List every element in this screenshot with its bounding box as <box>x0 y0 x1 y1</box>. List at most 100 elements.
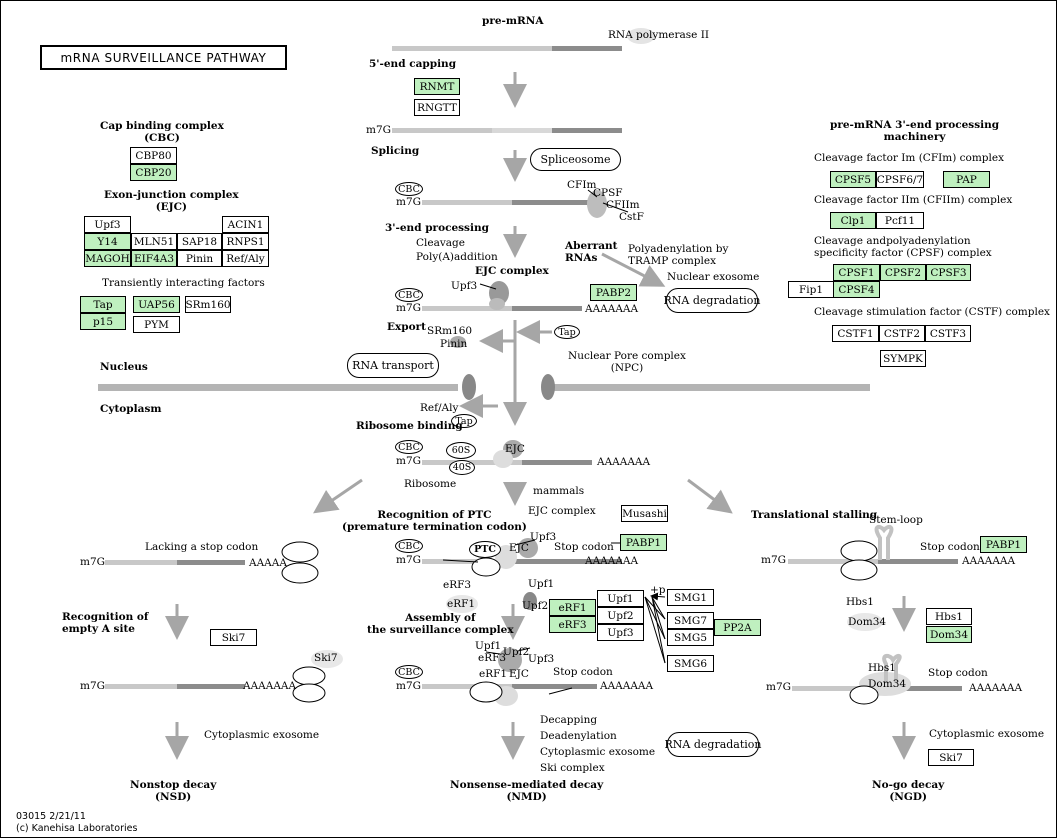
gene-cbp80[interactable]: CBP80 <box>130 147 177 164</box>
rna-degradation-node-1[interactable]: RNA degradation <box>664 288 761 313</box>
label-cfim: CFIm <box>567 179 597 191</box>
label-decay-list: Decapping Deadenylation Cytoplasmic exos… <box>540 714 656 774</box>
label-dom34-1: Dom34 <box>848 616 887 628</box>
gene-tap[interactable]: Tap <box>80 296 126 313</box>
gene-erf3[interactable]: eRF3 <box>549 616 596 633</box>
gene-p15[interactable]: p15 <box>80 313 126 330</box>
gene-pabp1-ngd[interactable]: PABP1 <box>980 536 1027 553</box>
label-m7g-8: m7G <box>80 680 106 692</box>
gene-pp2a[interactable]: PP2A <box>714 619 761 636</box>
gene-cpsf4[interactable]: CPSF4 <box>833 281 880 298</box>
label-erf1: eRF1 <box>447 598 476 610</box>
gene-cpsf3[interactable]: CPSF3 <box>926 264 971 281</box>
label-export: Export <box>387 321 426 333</box>
gene-y14[interactable]: Y14 <box>84 233 131 250</box>
label-mammals: mammals <box>533 485 585 497</box>
gene-upf1[interactable]: Upf1 <box>597 590 644 607</box>
label-nsd: Nonstop decay (NSD) <box>130 779 217 803</box>
gene-acin1[interactable]: ACIN1 <box>222 216 269 233</box>
gene-rnmt[interactable]: RNMT <box>414 78 460 95</box>
cbc-oval-2: CBC <box>395 288 423 302</box>
label-assembly: Assembly of the surveillance complex <box>367 612 514 636</box>
gene-upf2[interactable]: Upf2 <box>597 607 644 624</box>
rna-transport-node[interactable]: RNA transport <box>347 353 439 378</box>
label-m7g-3: m7G <box>396 302 422 314</box>
label-polya-short: AAAAA <box>249 557 287 569</box>
label-translational-stalling: Translational stalling <box>751 509 878 521</box>
gene-pabp2[interactable]: PABP2 <box>590 284 637 301</box>
gene-pinin[interactable]: Pinin <box>177 250 222 267</box>
gene-cpsf67[interactable]: CPSF6/7 <box>876 171 924 188</box>
gene-cpsf2[interactable]: CPSF2 <box>880 264 926 281</box>
gene-hbs1[interactable]: Hbs1 <box>926 608 972 625</box>
gene-cpsf1[interactable]: CPSF1 <box>833 264 880 281</box>
header-transient: Transiently interacting factors <box>102 277 265 289</box>
gene-upf3[interactable]: Upf3 <box>597 624 644 641</box>
gene-upf3-ejc[interactable]: Upf3 <box>84 216 131 233</box>
label-cfiim: CFIIm <box>606 199 640 211</box>
label-hbs1-2: Hbs1 <box>868 662 896 674</box>
gene-sap18[interactable]: SAP18 <box>177 233 222 250</box>
gene-smg5[interactable]: SMG5 <box>667 629 714 646</box>
label-recognition-ptc: Recognition of PTC (premature terminatio… <box>342 509 527 533</box>
gene-cstf2[interactable]: CSTF2 <box>879 325 925 342</box>
label-polyadenylation: Polyadenylation by TRAMP complex <box>628 243 729 267</box>
gene-cpsf5[interactable]: CPSF5 <box>830 171 876 188</box>
label-hbs1-1: Hbs1 <box>846 596 874 608</box>
gene-rngtt[interactable]: RNGTT <box>414 99 460 116</box>
stem-loop-ngd <box>874 524 894 560</box>
gene-dom34[interactable]: Dom34 <box>926 626 972 643</box>
gene-cstf1[interactable]: CSTF1 <box>832 325 879 342</box>
gene-pym[interactable]: PYM <box>133 316 180 333</box>
gene-uap56[interactable]: UAP56 <box>133 296 180 313</box>
gene-smg1[interactable]: SMG1 <box>667 589 714 606</box>
gene-fip1[interactable]: Fip1 <box>788 281 834 298</box>
gene-clp1[interactable]: Clp1 <box>830 212 876 229</box>
label-npc: Nuclear Pore complex (NPC) <box>568 350 686 374</box>
gene-refaly[interactable]: Ref/Aly <box>222 250 269 267</box>
label-cyto-exosome-2: Cytoplasmic exosome <box>929 728 1045 740</box>
gene-smg7[interactable]: SMG7 <box>667 612 714 629</box>
label-pre-mrna: pre-mRNA <box>482 15 544 27</box>
gene-pcf11[interactable]: Pcf11 <box>876 212 924 229</box>
gene-smg6[interactable]: SMG6 <box>667 655 714 672</box>
header-ejc: Exon-junction complex (EJC) <box>104 189 239 213</box>
gene-srm160[interactable]: SRm160 <box>185 296 231 313</box>
gene-cstf3[interactable]: CSTF3 <box>925 325 971 342</box>
label-erf3-2: eRF3 <box>478 652 507 664</box>
label-m7g-10: m7G <box>766 681 792 693</box>
gene-ski7[interactable]: Ski7 <box>210 629 257 646</box>
label-pinin: Pinin <box>440 338 468 350</box>
label-upf3-1: Upf3 <box>451 280 478 292</box>
label-ngd: No-go decay (NGD) <box>872 779 945 803</box>
gene-pap[interactable]: PAP <box>943 171 990 188</box>
label-upf3-2: Upf3 <box>530 531 557 543</box>
label-upf3-3: Upf3 <box>528 653 555 665</box>
stem-loop-ngd-2 <box>882 653 902 683</box>
gene-cbp20[interactable]: CBP20 <box>130 164 177 181</box>
rna-degradation-node-2[interactable]: RNA degradation <box>665 732 762 757</box>
gene-rnps1[interactable]: RNPS1 <box>222 233 269 250</box>
flow-arrows <box>165 72 916 760</box>
label-m7g-7: m7G <box>80 556 106 568</box>
label-stop-codon-2: Stop codon <box>553 666 613 678</box>
label-erf3: eRF3 <box>443 579 472 591</box>
gene-magoh[interactable]: MAGOH <box>84 250 131 267</box>
label-upf1-2: Upf1 <box>475 640 502 652</box>
label-3end-processing: 3'-end processing <box>385 222 489 234</box>
spliceosome-node[interactable]: Spliceosome <box>530 148 621 171</box>
gene-sympk[interactable]: SYMPK <box>880 350 926 367</box>
ptc-oval: PTC <box>469 541 501 558</box>
label-polya-3: AAAAAAA <box>585 555 639 567</box>
label-cpsf: CPSF <box>593 187 623 199</box>
gene-mln51[interactable]: MLN51 <box>131 233 177 250</box>
gene-ski7-ngd[interactable]: Ski7 <box>928 749 974 766</box>
gene-eif4a3[interactable]: EIF4A3 <box>131 250 177 267</box>
label-ejc-3: EJC <box>509 668 529 680</box>
gene-pabp1[interactable]: PABP1 <box>620 534 667 551</box>
label-polya-7: AAAAAAA <box>969 682 1023 694</box>
gene-musashi[interactable]: Musashi <box>621 505 668 522</box>
label-polya-5: AAAAAAA <box>243 680 297 692</box>
gene-erf1[interactable]: eRF1 <box>549 599 596 616</box>
